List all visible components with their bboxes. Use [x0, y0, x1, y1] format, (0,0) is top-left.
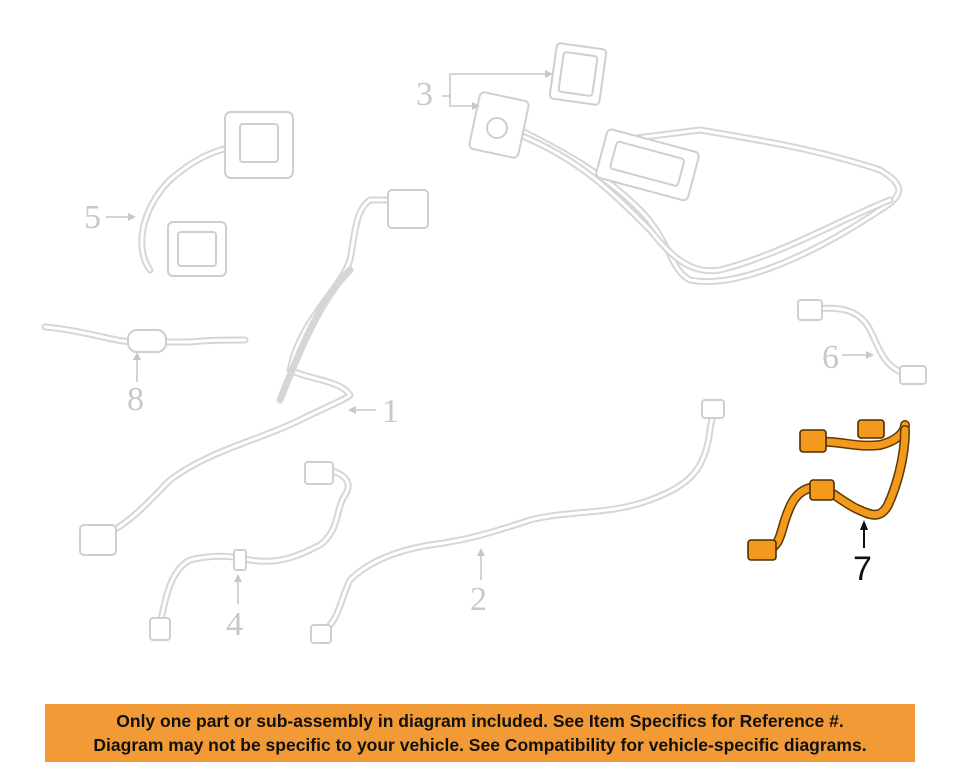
part-1-top-connector	[387, 189, 429, 229]
part-1-harness	[79, 189, 429, 556]
part-3-harness	[468, 42, 903, 285]
part-7-connector-upper-left	[799, 429, 827, 453]
callout-3: 3	[416, 76, 433, 113]
disclaimer-line-2: Diagram may not be specific to your vehi…	[93, 735, 867, 755]
part-7-connector-end	[747, 539, 777, 561]
callout-1: 1	[382, 393, 399, 430]
part-5-harness	[138, 111, 294, 277]
callout-6: 6	[822, 339, 839, 376]
part-6-harness	[797, 299, 927, 385]
callout-2: 2	[470, 581, 487, 618]
callout-4: 4	[226, 606, 243, 643]
disclaimer-line-1: Only one part or sub-assembly in diagram…	[116, 711, 844, 731]
part-7-connector-upper-right	[857, 419, 885, 439]
part-4-harness	[149, 461, 352, 641]
part-8-cable	[41, 323, 249, 353]
part-7-connector-middle	[809, 479, 835, 501]
callout-8: 8	[127, 381, 144, 418]
part-1-end-connector	[79, 524, 117, 556]
part-2-harness	[310, 399, 725, 644]
parts-diagram: 3 5 8 1 6	[41, 42, 927, 644]
callout-5: 5	[84, 199, 101, 236]
callout-7: 7	[853, 550, 872, 588]
disclaimer-banner: Only one part or sub-assembly in diagram…	[45, 704, 915, 762]
part-7-harness-highlighted	[747, 419, 910, 561]
